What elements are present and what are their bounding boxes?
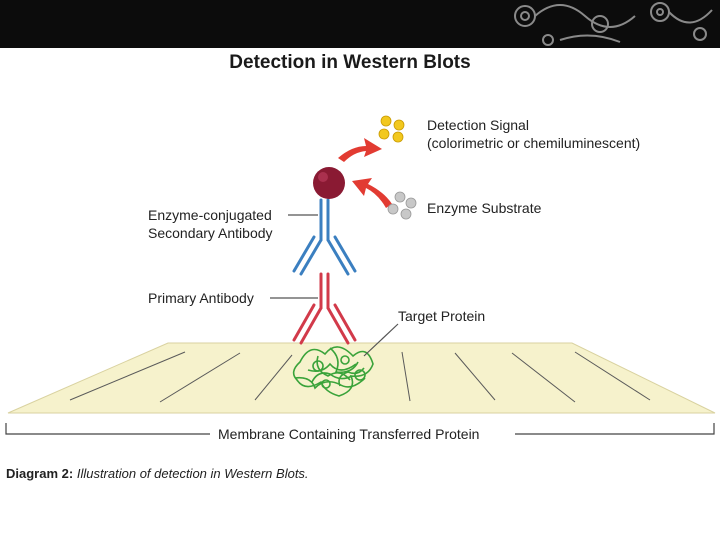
target-protein-leader bbox=[363, 323, 399, 357]
membrane bbox=[7, 342, 716, 414]
header-bar bbox=[0, 0, 720, 48]
swirl-ornament bbox=[514, 2, 713, 46]
enzyme-sphere bbox=[313, 167, 345, 199]
primary-antibody-label: Primary Antibody bbox=[148, 290, 254, 306]
membrane-stripes bbox=[69, 351, 651, 403]
signal-arrow bbox=[338, 138, 382, 162]
figure-caption: Diagram 2: Illustration of detection in … bbox=[6, 466, 309, 481]
detection-signal-dots bbox=[378, 115, 405, 143]
secondary-antibody-label: Secondary Antibody bbox=[148, 225, 273, 241]
caption-prefix: Diagram 2: bbox=[6, 466, 74, 481]
enzyme-substrate-dots bbox=[387, 191, 417, 220]
substrate-arrow bbox=[352, 178, 392, 208]
detection-signal-sublabel: (colorimetric or chemiluminescent) bbox=[427, 135, 641, 151]
membrane-label: Membrane Containing Transferred Protein bbox=[218, 426, 480, 442]
primary-antibody bbox=[292, 272, 357, 345]
detection-signal-label: Detection Signal bbox=[427, 117, 529, 133]
enzyme-conjugated-label: Enzyme-conjugated bbox=[148, 207, 272, 223]
secondary-antibody bbox=[292, 198, 357, 276]
target-protein-label: Target Protein bbox=[398, 308, 486, 324]
enzyme-substrate-label: Enzyme Substrate bbox=[427, 200, 542, 216]
membrane-bracket bbox=[5, 423, 715, 435]
diagram-title: Detection in Western Blots bbox=[229, 52, 471, 73]
target-protein bbox=[292, 346, 374, 397]
caption-text: Illustration of detection in Western Blo… bbox=[76, 466, 309, 481]
